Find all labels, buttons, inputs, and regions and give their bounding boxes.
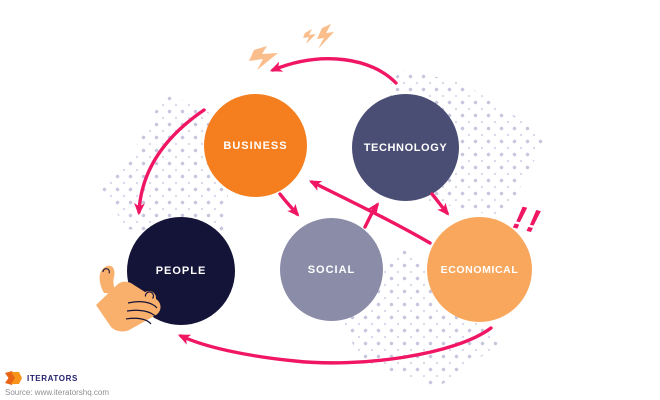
lightning-bolt-icon: [303, 29, 316, 44]
node-people-label: PEOPLE: [155, 265, 207, 277]
node-people: PEOPLE: [127, 217, 235, 325]
node-business-label: BUSINESS: [223, 139, 288, 152]
iterators-logo-icon: [5, 371, 22, 385]
exclamation-annotation: !!: [509, 198, 547, 241]
source-attribution: Source: www.iteratorshq.com: [5, 388, 110, 397]
lightning-bolt-icon: [317, 24, 334, 49]
node-business: BUSINESS: [204, 94, 307, 197]
arrow-technology-to-business: [269, 57, 398, 85]
brand-name: ITERATORS: [27, 373, 78, 383]
footer: ITERATORS Source: www.iteratorshq.com: [5, 370, 109, 397]
node-social-label: SOCIAL: [307, 263, 356, 276]
node-economical-label: ECONOMICAL: [440, 263, 519, 276]
node-technology: TECHNOLOGY: [352, 94, 459, 201]
lightning-bolt-icon: [249, 46, 278, 70]
arrow-business-to-social: [278, 192, 300, 217]
arrow-social-to-technology: [363, 202, 379, 229]
node-technology-label: TECHNOLOGY: [363, 141, 448, 154]
node-social: SOCIAL: [280, 218, 383, 321]
node-economical: ECONOMICAL: [427, 217, 532, 322]
